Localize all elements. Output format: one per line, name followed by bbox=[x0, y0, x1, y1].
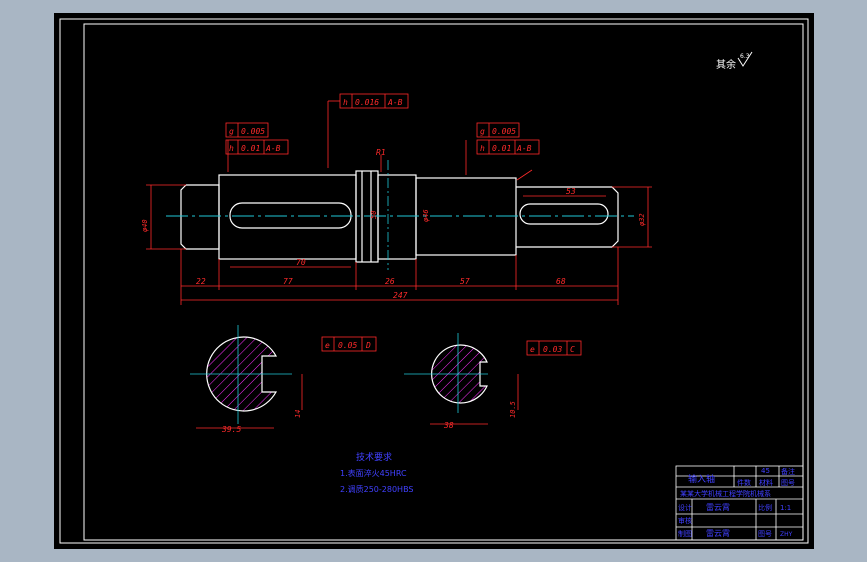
dim-dia-right: φ32 bbox=[638, 213, 646, 226]
tol-s1-value: 0.05 bbox=[338, 341, 357, 350]
tol-left-run-value: 0.005 bbox=[241, 127, 265, 136]
tb-scale: 1:1 bbox=[780, 504, 791, 512]
title-block-text: 输入轴 45 件数 材料 图号 备注 某某大学机械工程学院机械系 设计 雷云霄 … bbox=[678, 467, 795, 538]
dim-seg2: 77 bbox=[283, 277, 293, 286]
dim-dia-mid: φ46 bbox=[422, 209, 430, 222]
inner-border bbox=[83, 23, 804, 541]
dim-seg5: 68 bbox=[556, 277, 566, 286]
tb-check-label: 审核 bbox=[678, 516, 692, 525]
tb-sheet-label: 图号 bbox=[758, 530, 772, 538]
tol-s1-symbol: e bbox=[325, 341, 330, 350]
tolerance-text: h 0.016 A-B g 0.005 h 0.01 A-B g 0.005 h… bbox=[229, 98, 575, 354]
tol-left-cyl-datum: A-B bbox=[265, 144, 281, 153]
dim-seg1: 22 bbox=[196, 277, 206, 286]
roughness-value: 6.3 bbox=[740, 53, 750, 60]
tb-design-label: 设计 bbox=[678, 503, 692, 512]
roughness-note: 其余 6.3 bbox=[716, 51, 753, 71]
dim-seg4: 57 bbox=[460, 277, 470, 286]
tb-col4: 备注 bbox=[781, 467, 795, 476]
drawing-paper bbox=[54, 13, 814, 549]
tb-designer: 雷云霄 bbox=[706, 503, 730, 512]
roughness-icon bbox=[737, 51, 753, 67]
shaft-outline-right bbox=[516, 186, 619, 248]
tb-drafter: 雷云霄 bbox=[706, 529, 730, 538]
dim-key-right: 53 bbox=[566, 187, 576, 196]
dimension-labels: R1 53 70 22 77 26 57 68 247 φ40 φ46 φ32 … bbox=[141, 148, 646, 300]
tol-left-cyl-symbol: h bbox=[229, 144, 234, 153]
tol-top-datum: A-B bbox=[387, 98, 403, 107]
tol-right-cyl-datum: A-B bbox=[516, 144, 532, 153]
sec1-depth: 14 bbox=[294, 410, 302, 418]
outer-border bbox=[59, 18, 809, 544]
dim-total: 247 bbox=[393, 291, 408, 300]
dim-key-left: 70 bbox=[296, 258, 306, 267]
tol-right-run-symbol: g bbox=[480, 127, 485, 136]
tolerance-frames bbox=[225, 93, 582, 356]
technical-notes: 技术要求 1.表面淬火45HRC 2.调质250-280HBS bbox=[340, 451, 414, 494]
dimensions bbox=[146, 100, 652, 305]
tb-col2: 材料 bbox=[759, 478, 773, 487]
keyway-right bbox=[519, 203, 609, 225]
tb-material: 45 bbox=[761, 467, 770, 475]
tol-left-run-symbol: g bbox=[229, 127, 234, 136]
notes-line-2: 2.调质250-280HBS bbox=[340, 484, 414, 494]
tb-draw-label: 制图 bbox=[678, 529, 692, 538]
tb-part-name: 输入轴 bbox=[688, 473, 715, 485]
tol-s2-value: 0.03 bbox=[543, 345, 562, 354]
tol-s2-symbol: e bbox=[530, 345, 535, 354]
dim-dia-left: φ40 bbox=[141, 219, 149, 232]
tb-sheet-no: ZHY bbox=[780, 531, 793, 538]
dim-chamfer: R1 bbox=[376, 148, 386, 157]
title-block bbox=[675, 465, 804, 541]
tol-right-cyl-symbol: h bbox=[480, 144, 485, 153]
tol-s1-datum: D bbox=[365, 341, 371, 350]
tol-s2-datum: C bbox=[570, 345, 575, 354]
sec2-width: 38 bbox=[443, 421, 454, 430]
tol-right-cyl-value: 0.01 bbox=[492, 144, 511, 153]
section-view-1: 39.5 14 bbox=[190, 325, 303, 434]
tb-col1: 件数 bbox=[737, 478, 751, 487]
notes-title: 技术要求 bbox=[356, 451, 392, 463]
dim-seg3: 26 bbox=[385, 277, 395, 286]
sec1-width: 39.5 bbox=[221, 425, 241, 434]
section-view-2: 38 10.5 bbox=[404, 333, 519, 430]
tol-top-symbol: h bbox=[343, 98, 348, 107]
roughness-label: 其余 bbox=[716, 58, 736, 71]
tol-top-value: 0.016 bbox=[355, 98, 379, 107]
dim-collar: 50 bbox=[370, 211, 378, 219]
tb-scale-label: 比例 bbox=[758, 503, 772, 512]
tb-school: 某某大学机械工程学院机械系 bbox=[680, 489, 771, 498]
sec2-depth: 10.5 bbox=[509, 401, 517, 418]
tb-col3: 图号 bbox=[781, 479, 795, 487]
notes-line-1: 1.表面淬火45HRC bbox=[340, 468, 407, 478]
tol-left-cyl-value: 0.01 bbox=[241, 144, 260, 153]
tol-right-run-value: 0.005 bbox=[492, 127, 516, 136]
